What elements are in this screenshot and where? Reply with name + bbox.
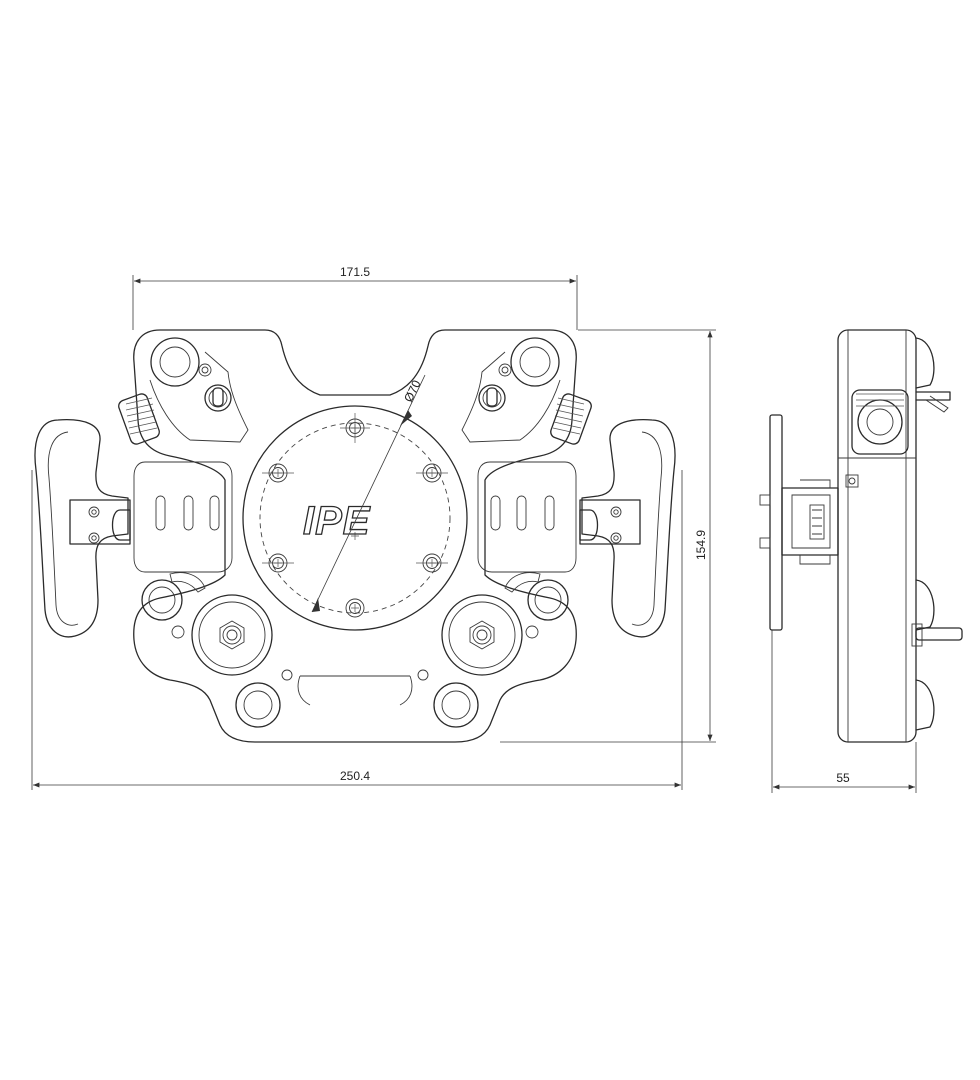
hub-bolt-holes (262, 413, 448, 618)
right-rotary-knob (550, 393, 592, 445)
logo-text: IPE (303, 499, 371, 543)
front-view: IPE Ø70 (34, 329, 676, 743)
dim-overall-width-label: 250.4 (340, 769, 370, 783)
upper-right-horn (461, 337, 561, 443)
right-paddle (579, 419, 676, 638)
diameter-callout: Ø70 (311, 374, 426, 613)
dim-top-width-label: 171.5 (340, 265, 370, 279)
lower-right-button (441, 594, 523, 676)
dim-height-label: 154.9 (694, 530, 708, 560)
dimension-overall-width: 250.4 (31, 470, 683, 790)
dimension-height: 154.9 (500, 329, 716, 743)
dim-depth-label: 55 (836, 771, 850, 785)
left-rotary-knob (118, 393, 160, 445)
left-paddle (34, 419, 131, 638)
left-toggle-switch (204, 384, 232, 412)
dimension-depth: 55 (771, 630, 917, 793)
dimension-top-width: 171.5 (132, 265, 578, 330)
hub: IPE (242, 405, 468, 631)
main-plate-outline (133, 329, 577, 743)
side-view (759, 329, 963, 743)
right-toggle-switch (478, 384, 506, 412)
lower-left-button (191, 594, 273, 676)
dim-bore-diameter: Ø70 (401, 377, 424, 404)
upper-left-horn (149, 337, 249, 443)
